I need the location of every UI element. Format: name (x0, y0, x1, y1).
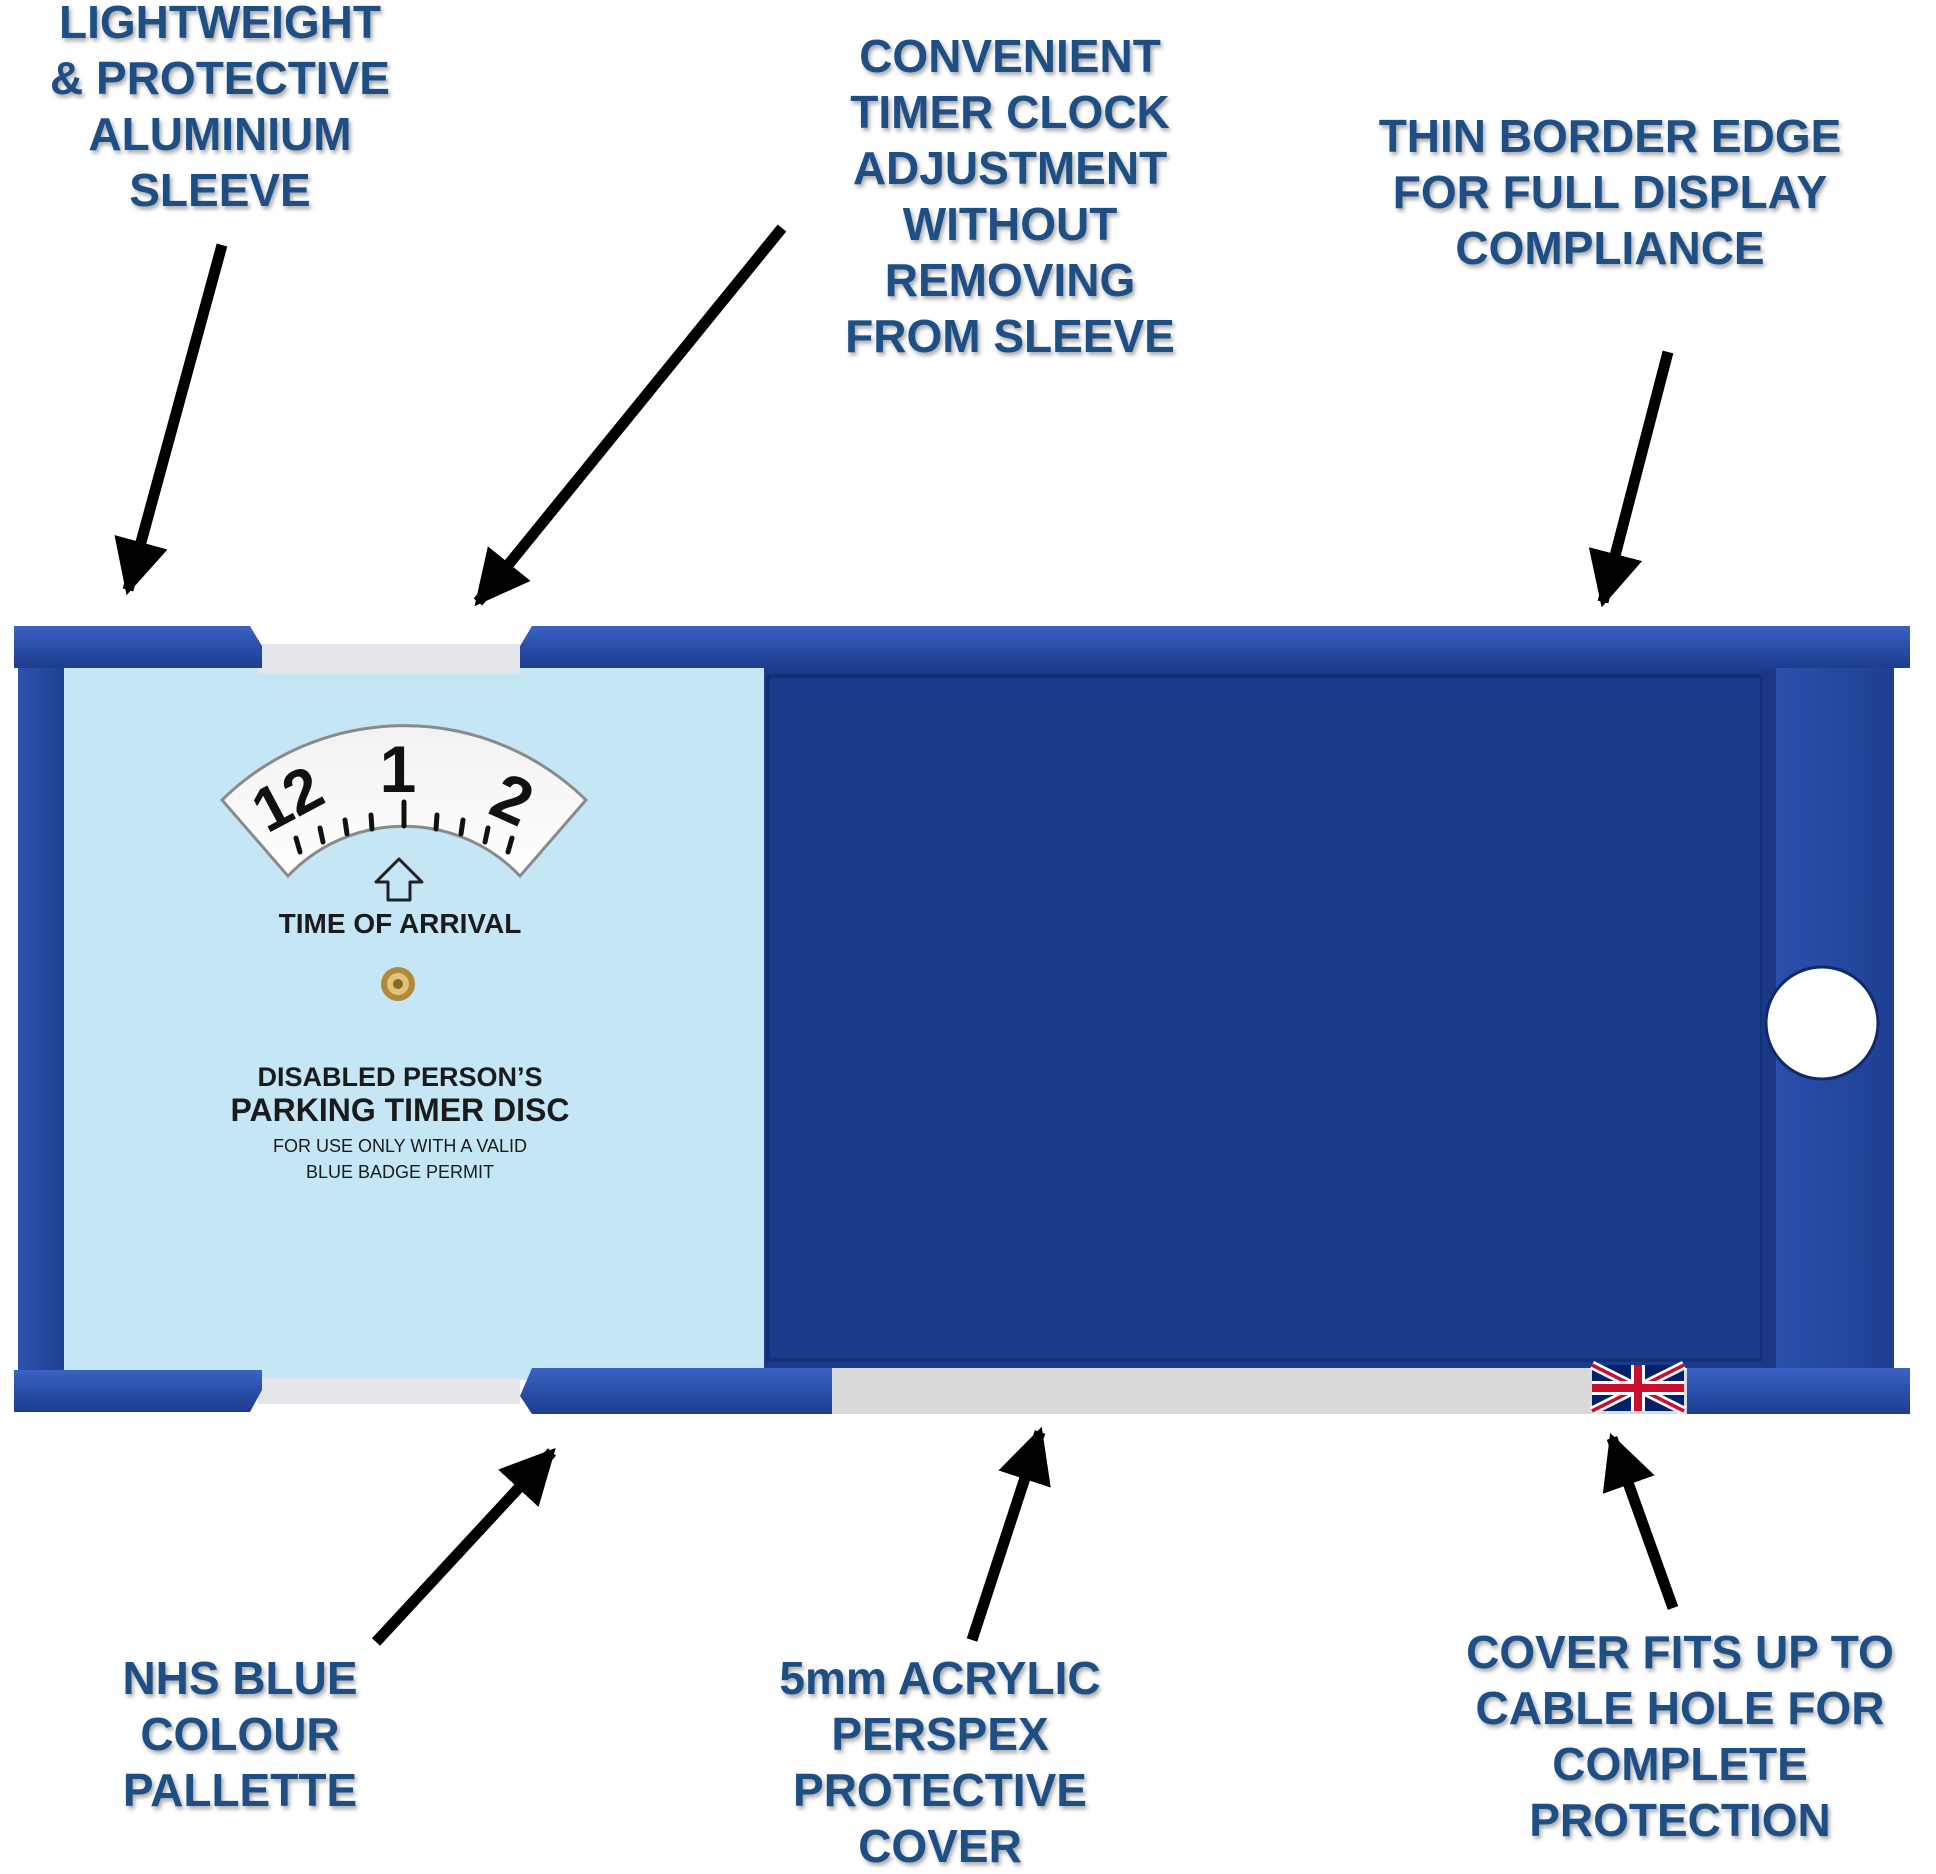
disc-note-line1: FOR USE ONLY WITH A VALID (272, 1136, 528, 1156)
disc-title-line1: DISABLED PERSON’S (257, 1062, 543, 1092)
dial-ticks (293, 799, 515, 855)
callout-arrows (114, 224, 1679, 1646)
top-rail-right (520, 626, 1910, 668)
callout-line: & PROTECTIVE (50, 52, 390, 104)
display-panel (760, 668, 1770, 1368)
callout-colour: NHS BLUE COLOUR PALLETTE (60, 1650, 420, 1818)
arrow-cable (1602, 1432, 1679, 1610)
callout-border: THIN BORDER EDGE FOR FULL DISPLAY COMPLI… (1350, 108, 1870, 276)
bottom-rail-left (14, 1370, 262, 1412)
union-jack-flag-icon (1589, 1360, 1687, 1416)
callout-line: CABLE HOLE FOR (1475, 1682, 1885, 1734)
bottom-rail-end (1687, 1368, 1910, 1414)
callout-line: COMPLETE (1552, 1738, 1808, 1790)
callout-line: LIGHTWEIGHT (59, 0, 381, 48)
callout-line: ALUMINIUM (88, 108, 352, 160)
acrylic-strip (832, 1368, 1687, 1414)
brass-rivet-icon (381, 967, 415, 1001)
callout-line: FOR FULL DISPLAY (1392, 166, 1828, 218)
arrow-cover (966, 1426, 1051, 1642)
left-side-bar (18, 668, 64, 1370)
callout-line: NHS BLUE (122, 1652, 358, 1704)
callout-line: COMPLIANCE (1455, 222, 1765, 274)
arrow-timer (473, 224, 787, 607)
callout-line: CONVENIENT (859, 30, 1161, 82)
top-rail-left (14, 626, 262, 668)
bottom-rail-right (520, 1368, 832, 1414)
callout-line: COVER FITS UP TO (1466, 1626, 1894, 1678)
disc-note-line2: BLUE BADGE PERMIT (305, 1162, 495, 1182)
parking-disc-holder: 12 1 2 (14, 626, 1910, 1416)
callout-line: PALLETTE (122, 1764, 358, 1816)
callout-line: 5mm ACRYLIC (779, 1652, 1101, 1704)
callout-line: WITHOUT (902, 198, 1118, 250)
callout-timer: CONVENIENT TIMER CLOCK ADJUSTMENT WITHOU… (810, 28, 1210, 364)
callout-line: FROM SLEEVE (845, 310, 1175, 362)
arrow-sleeve (114, 243, 228, 596)
callout-cover: 5mm ACRYLIC PERSPEX PROTECTIVE COVER (730, 1650, 1150, 1874)
time-of-arrival-label: TIME OF ARRIVAL (278, 908, 522, 939)
arrow-up-icon (374, 857, 424, 902)
callout-line: THIN BORDER EDGE (1378, 110, 1842, 162)
callout-line: SLEEVE (129, 164, 311, 216)
callout-line: ADJUSTMENT (852, 142, 1168, 194)
dial-number-1: 1 (380, 732, 417, 806)
arrow-colour (371, 1447, 557, 1646)
callout-sleeve: LIGHTWEIGHT & PROTECTIVE ALUMINIUM SLEEV… (20, 0, 420, 218)
callout-line: REMOVING (884, 254, 1136, 306)
callout-line: PERSPEX (831, 1708, 1049, 1760)
callout-line: PROTECTIVE (793, 1764, 1087, 1816)
callout-line: COVER (858, 1820, 1022, 1872)
cable-hole-icon (1764, 965, 1880, 1081)
arrow-border (1588, 350, 1674, 608)
disc-title-line2: PARKING TIMER DISC (230, 1092, 570, 1128)
callout-line: PROTECTION (1529, 1794, 1831, 1846)
callout-cable: COVER FITS UP TO CABLE HOLE FOR COMPLETE… (1440, 1624, 1920, 1848)
callout-line: COLOUR (140, 1708, 340, 1760)
callout-line: TIMER CLOCK (850, 86, 1170, 138)
